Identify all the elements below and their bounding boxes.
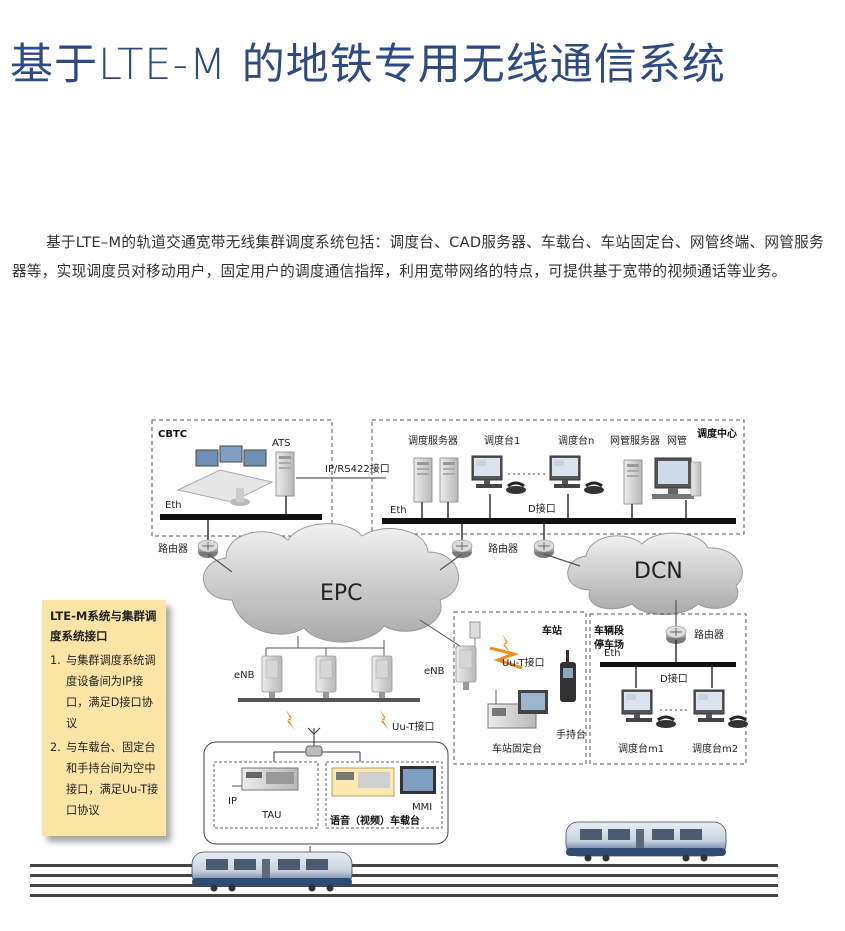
station-fixed-label: 车站固定台 xyxy=(492,742,542,755)
intro-paragraph: 基于LTE–M的轨道交通宽带无线集群调度系统包括：调度台、CAD服务器、车载台、… xyxy=(12,228,834,286)
onboard-radio-label: 语音（视频）车载台 xyxy=(330,814,420,827)
console-m1-icon xyxy=(620,688,678,730)
note-item: 1. 与集群调度系统调度设备间为IP接口，满足D接口协议 xyxy=(50,650,160,734)
enb-left-label: eNB xyxy=(234,670,255,681)
enb-icon-3 xyxy=(371,655,393,701)
console-m2-label: 调度台m2 xyxy=(692,742,738,755)
cbtc-eth-label: Eth xyxy=(165,500,182,511)
interface-note: LTE-M系统与集群调度系统接口 1. 与集群调度系统调度设备间为IP接口，满足D… xyxy=(42,600,166,836)
ats-server-icon xyxy=(275,451,295,497)
enb-station-label: eNB xyxy=(424,666,445,677)
console1-icon xyxy=(470,454,528,496)
onboard-box xyxy=(203,741,449,845)
ip-rs422-label: IP/RS422接口 xyxy=(325,462,390,475)
note-item: 2. 与车载台、固定台和手持台间为空中接口，满足Uu-T接口协议 xyxy=(50,737,160,821)
station-antenna-icon xyxy=(469,621,481,646)
station-signal-icon-2 xyxy=(489,646,523,670)
console-m2-icon xyxy=(692,688,750,730)
epc-label: EPC xyxy=(320,581,363,606)
note-heading: LTE-M系统与集群调度系统接口 xyxy=(50,609,157,643)
nms-workstation-icon xyxy=(652,457,702,499)
dispatch-eth-label: Eth xyxy=(390,505,407,516)
signal-bolt-right-icon xyxy=(380,710,389,730)
uu-station-label: Uu-T接口 xyxy=(502,656,544,669)
tau-device-icon xyxy=(241,767,299,791)
signal-bolt-left-icon xyxy=(286,710,295,730)
dcn-cloud xyxy=(567,532,743,615)
depot-eth-label: Eth xyxy=(604,648,621,659)
onboard-radio-box xyxy=(325,761,443,829)
cbtc-eth-bus xyxy=(160,514,322,520)
dispatch-server-icon-2 xyxy=(439,457,459,503)
note-item-text: 与集群调度系统调度设备间为IP接口，满足D接口协议 xyxy=(66,654,156,730)
tau-ip-label: IP xyxy=(228,796,237,807)
router-mid-label: 路由器 xyxy=(488,542,518,555)
note-item-number: 1. xyxy=(50,654,61,667)
epc-cloud xyxy=(202,523,459,643)
dispatch-center-box xyxy=(371,419,745,535)
nms-label: 网管 xyxy=(667,434,687,447)
ats-label: ATS xyxy=(272,438,291,449)
depot-box xyxy=(589,613,747,765)
dispatch-server-icon-1 xyxy=(413,457,433,503)
intro-text: 基于LTE–M的轨道交通宽带无线集群调度系统包括：调度台、CAD服务器、车载台、… xyxy=(12,234,824,280)
dispatch-eth-bus xyxy=(382,518,736,524)
page-title: 基于LTE-M 的地铁专用无线通信系统 xyxy=(10,40,726,90)
enb-icon-2 xyxy=(315,655,337,701)
tau-label: TAU xyxy=(261,810,282,821)
nms-server-icon xyxy=(623,459,643,505)
router-left-icon xyxy=(197,539,219,559)
router-left-label: 路由器 xyxy=(158,542,188,555)
console1-label: 调度台1 xyxy=(484,434,520,447)
tau-box xyxy=(213,761,319,829)
dispatch-center-title: 调度中心 xyxy=(697,427,737,440)
note-item-text: 与车载台、固定台和手持台间为空中接口，满足Uu-T接口协议 xyxy=(66,741,159,817)
dcn-label: DCN xyxy=(634,559,683,584)
depot-title-line2: 停车场 xyxy=(594,638,624,651)
depot-router-label: 路由器 xyxy=(694,628,724,641)
handheld-radio-icon xyxy=(560,650,576,702)
cbtc-title: CBTC xyxy=(158,429,187,440)
station-title: 车站 xyxy=(542,624,562,637)
depot-eth-bus xyxy=(600,662,736,667)
station-fixed-radio-icon xyxy=(487,690,548,729)
mmi-label: MMI xyxy=(412,802,432,813)
enb-rail xyxy=(238,698,420,702)
dispatch-server-label: 调度服务器 xyxy=(408,434,458,447)
handheld-label: 手持台 xyxy=(556,728,586,741)
console-m1-label: 调度台m1 xyxy=(618,742,664,755)
mmi-screen-icon xyxy=(400,766,436,794)
train-left-icon xyxy=(191,851,353,892)
router-mid-icon xyxy=(451,539,473,559)
enb-icon-1 xyxy=(261,655,283,701)
consolen-icon xyxy=(548,454,606,496)
depot-d-interface-label: D接口 xyxy=(660,672,688,685)
station-box xyxy=(453,611,587,765)
train-right-icon xyxy=(565,821,727,862)
railway-track xyxy=(30,864,778,897)
onboard-antenna-icon xyxy=(273,727,361,762)
uu-train-label: Uu-T接口 xyxy=(392,720,434,733)
nms-server-label: 网管服务器 xyxy=(610,434,660,447)
onboard-radio-icon xyxy=(331,767,395,797)
consolen-label: 调度台n xyxy=(558,434,594,447)
dispatch-d-interface-label: D接口 xyxy=(528,502,556,515)
depot-title-line1: 车辆段 xyxy=(594,624,624,637)
enb-station-icon xyxy=(455,645,477,691)
cbtc-workstation-icon xyxy=(176,445,274,506)
note-item-number: 2. xyxy=(50,741,61,754)
router-right-icon xyxy=(533,539,555,559)
